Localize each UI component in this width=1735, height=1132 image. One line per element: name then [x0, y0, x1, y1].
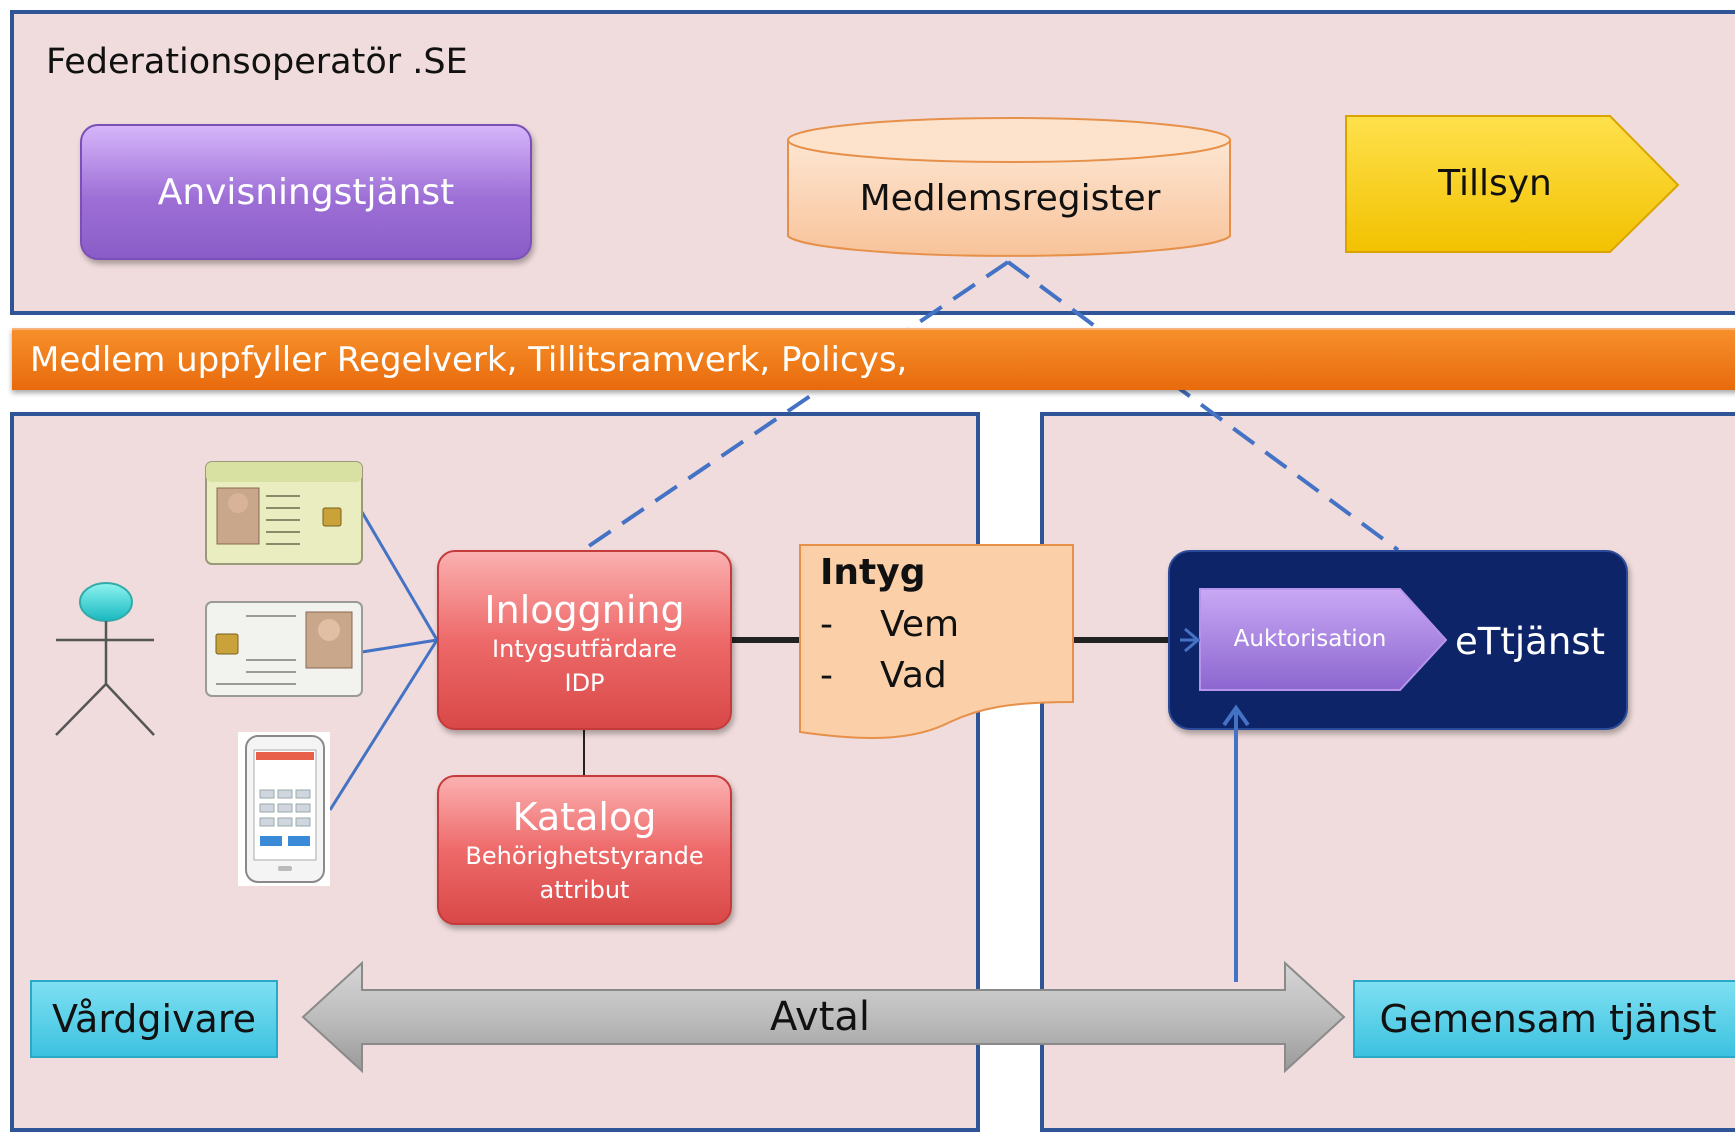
inloggning-box: Inloggning Intygsutfärdare IDP: [437, 550, 732, 730]
gemensam-tjanst-label-box: Gemensam tjänst: [1353, 980, 1735, 1058]
inloggning-title: Inloggning: [484, 588, 685, 632]
intyg-item-text: Vem: [880, 604, 960, 645]
smartphone-icon: [238, 732, 330, 886]
katalog-subtitle: Behörighetstyrande: [465, 842, 704, 870]
intyg-item-vem: - Vem: [820, 604, 959, 645]
tillsyn-chevron: [1345, 115, 1680, 253]
katalog-box: Katalog Behörighetstyrande attribut: [437, 775, 732, 925]
avtal-label: Avtal: [770, 994, 870, 1040]
intyg-title: Intyg: [820, 552, 926, 593]
intyg-item-dash: -: [820, 604, 833, 645]
vardgivare-label: Vårdgivare: [51, 997, 257, 1041]
katalog-title: Katalog: [512, 795, 657, 839]
intyg-item-dash: -: [820, 655, 833, 696]
tillsyn-label: Tillsyn: [1438, 163, 1552, 204]
intyg-document: [799, 544, 1074, 739]
panel-gap: [984, 412, 1036, 1077]
id-card-icon: [205, 461, 363, 565]
smart-card-icon: [205, 601, 363, 697]
trust-dashed-lines: [581, 260, 1400, 552]
inloggning-subtitle: Intygsutfärdare: [492, 635, 677, 663]
gemensam-tjanst-label: Gemensam tjänst: [1379, 997, 1717, 1041]
anvisningstjanst-box: Anvisningstjänst: [80, 124, 532, 260]
intyg-item-vad: - Vad: [820, 655, 947, 696]
vardgivare-label-box: Vårdgivare: [30, 980, 278, 1058]
intyg-item-text: Vad: [880, 655, 947, 696]
ettjanst-label: eTtjänst: [1455, 620, 1606, 663]
avtal-double-arrow: [301, 960, 1346, 1074]
anvisningstjanst-label: Anvisningstjänst: [157, 171, 455, 213]
auktorisation-label: Auktorisation: [1233, 626, 1387, 652]
idp-label: IDP: [564, 669, 605, 697]
user-person-icon: [55, 582, 155, 736]
medlemsregister-label: Medlemsregister: [859, 178, 1161, 219]
federation-operator-title: Federationsoperatör .SE: [46, 42, 468, 82]
policy-band: Medlem uppfyller Regelverk, Tillitsramve…: [12, 328, 1735, 390]
katalog-attribute-label: attribut: [539, 876, 630, 904]
medlemsregister-cylinder: [787, 117, 1231, 257]
